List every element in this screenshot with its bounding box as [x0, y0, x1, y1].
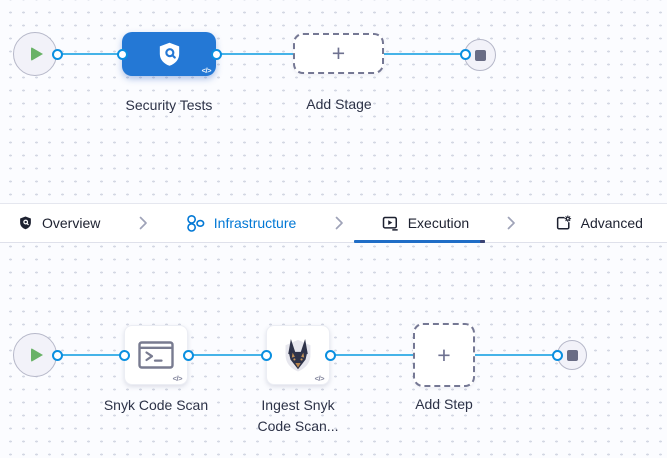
code-glyph: </>	[201, 66, 212, 75]
stage-flow-line	[35, 53, 480, 55]
add-stage-label: Add Stage	[306, 96, 372, 112]
connector-point[interactable]	[118, 349, 130, 361]
connector-point[interactable]	[459, 49, 471, 60]
add-stage-button[interactable]: +	[293, 33, 384, 74]
step-label: Ingest Snyk Code Scan...	[257, 397, 339, 434]
tab-execution[interactable]: Execution	[353, 204, 486, 243]
terminal-icon	[138, 341, 174, 369]
tab-infrastructure[interactable]: Infrastructure	[186, 204, 296, 242]
box-gear-icon	[556, 214, 571, 230]
plus-icon: +	[437, 341, 451, 368]
connector-point[interactable]	[116, 48, 128, 60]
shield-icon	[20, 216, 31, 230]
tab-label: Advanced	[580, 215, 643, 231]
run-play-icon	[382, 216, 398, 231]
play-icon	[30, 348, 43, 362]
stage-tab-bar: Overview Infrastructure Execution	[0, 203, 667, 243]
play-icon	[30, 47, 43, 61]
step-node-snyk-code-scan[interactable]: </>	[124, 325, 188, 385]
step-node-ingest-snyk-code-scan[interactable]: </>	[266, 325, 330, 385]
tab-label: Overview	[42, 215, 101, 231]
snyk-dog-icon	[285, 339, 311, 372]
connector-point[interactable]	[51, 349, 63, 361]
code-glyph: </>	[172, 374, 183, 383]
connector-point[interactable]	[324, 349, 336, 361]
stop-icon	[566, 349, 578, 361]
stop-icon	[474, 49, 486, 61]
stage-label: Security Tests	[125, 97, 213, 113]
shield-scan-icon	[159, 42, 179, 66]
chevron-right-icon	[139, 216, 148, 230]
execution-canvas: </> Snyk Code Scan </> Ingest Snyk Code …	[0, 243, 667, 458]
tab-advanced[interactable]: Advanced	[555, 204, 643, 242]
connector-point[interactable]	[52, 48, 63, 60]
tab-label: Infrastructure	[213, 215, 297, 231]
pipeline-start-node[interactable]	[13, 32, 57, 76]
stage-node-security-tests[interactable]: </>	[122, 32, 216, 76]
execution-start-node[interactable]	[13, 333, 57, 377]
connector-point[interactable]	[260, 349, 272, 361]
connector-point[interactable]	[551, 349, 563, 361]
add-step-button[interactable]: +	[413, 323, 475, 387]
chevron-right-icon	[335, 216, 344, 230]
tab-label: Execution	[407, 215, 470, 231]
execution-end-node[interactable]	[557, 340, 587, 370]
code-glyph: </>	[314, 374, 325, 383]
step-label: Snyk Code Scan	[103, 397, 209, 413]
chevron-right-icon	[507, 216, 516, 230]
tab-overview[interactable]: Overview	[18, 204, 100, 242]
stage-canvas: </> Security Tests + Add Stage	[0, 0, 667, 203]
active-tab-underline	[353, 240, 486, 243]
add-step-label: Add Step	[415, 396, 473, 412]
infrastructure-nodes-icon	[186, 214, 205, 232]
plus-icon: +	[331, 40, 346, 66]
connector-point[interactable]	[210, 48, 222, 60]
connector-point[interactable]	[182, 349, 194, 361]
